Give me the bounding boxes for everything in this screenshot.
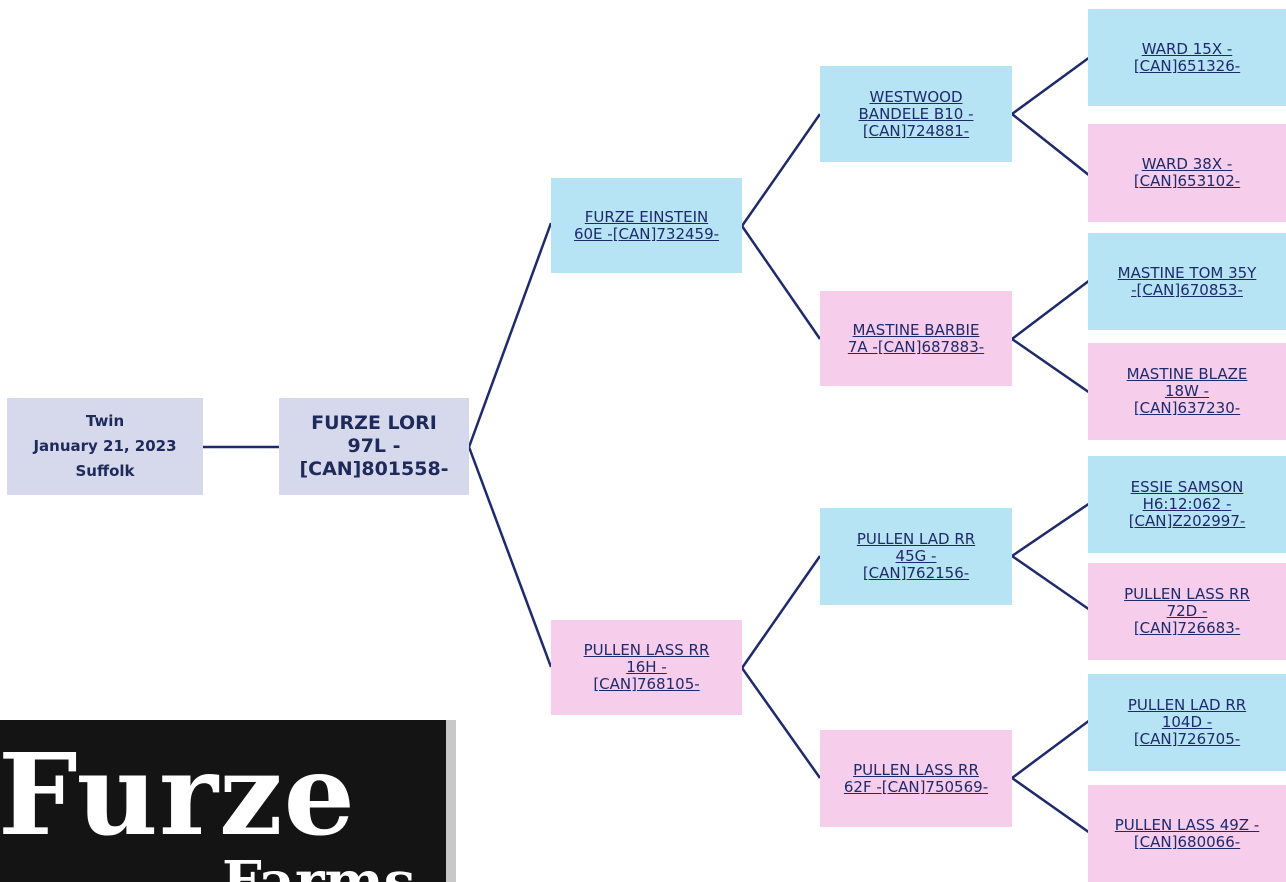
subject-name: FURZE LORI bbox=[311, 412, 437, 434]
ggp-box-2: WARD 38X -[CAN]653102- bbox=[1088, 124, 1286, 222]
ggp-link-3[interactable]: MASTINE TOM 35Y-[CAN]670853- bbox=[1117, 263, 1257, 299]
ggp-link-1[interactable]: WARD 15X -[CAN]651326- bbox=[1133, 39, 1241, 75]
subject-registration: [CAN]801558- bbox=[299, 458, 449, 480]
ggp-box-3: MASTINE TOM 35Y-[CAN]670853- bbox=[1088, 233, 1286, 330]
furze-farms-logo: Furze Farms bbox=[0, 720, 446, 882]
birth-type: Twin bbox=[85, 412, 125, 430]
birth-date: January 21, 2023 bbox=[33, 437, 177, 455]
logo-word-furze: Furze bbox=[0, 730, 356, 861]
ggp-box-8: PULLEN LASS 49Z -[CAN]680066- bbox=[1088, 785, 1286, 882]
subject-animal-box: FURZE LORI 97L - [CAN]801558- bbox=[279, 398, 469, 495]
ggp-link-2[interactable]: WARD 38X -[CAN]653102- bbox=[1133, 155, 1241, 190]
ggp-box-1: WARD 15X -[CAN]651326- bbox=[1088, 9, 1286, 106]
subject-tag: 97L - bbox=[347, 435, 401, 457]
ggp-link-8[interactable]: PULLEN LASS 49Z -[CAN]680066- bbox=[1114, 815, 1260, 851]
subject-info-box: Twin January 21, 2023 Suffolk bbox=[7, 398, 203, 495]
logo-word-farms: Farms bbox=[222, 849, 416, 882]
breed: Suffolk bbox=[75, 462, 135, 480]
logo-border bbox=[446, 720, 456, 882]
